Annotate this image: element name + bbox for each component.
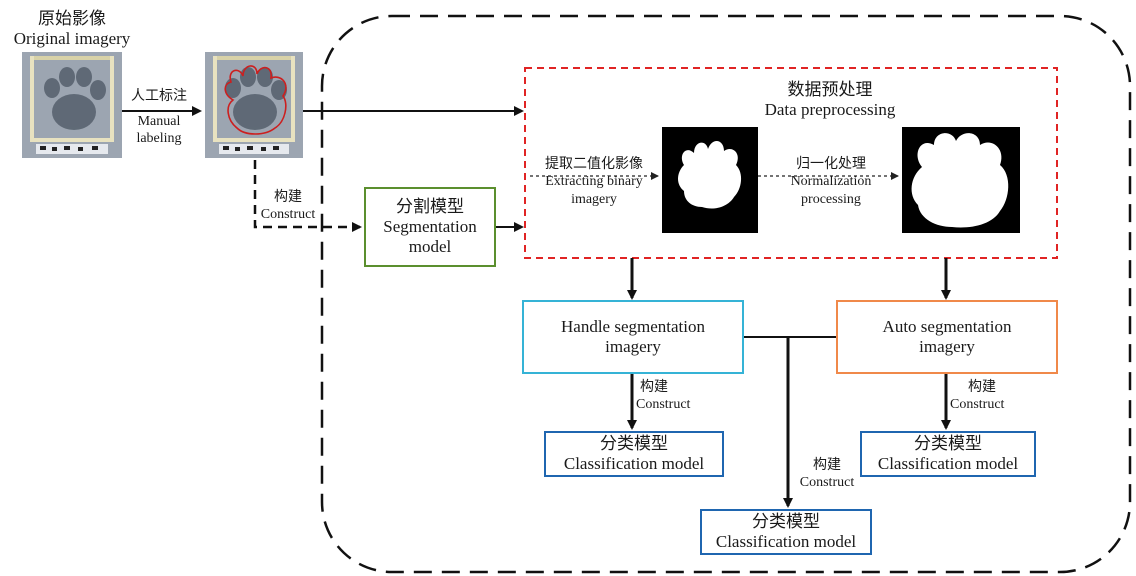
auto-segmentation-en1: Auto segmentation — [882, 317, 1012, 336]
arrow-construct-segmentation — [253, 160, 362, 232]
segmentation-model-en2: model — [408, 237, 452, 256]
manual-labeling-en2: labeling — [136, 131, 182, 146]
labeled-footprint-photo — [205, 52, 303, 158]
handle-segmentation-en2: imagery — [605, 337, 661, 356]
auto-segmentation-en2: imagery — [919, 337, 975, 356]
auto-segmentation-box: Auto segmentation imagery — [836, 300, 1058, 374]
normalization-zh: 归一化处理 — [796, 156, 866, 172]
main-dashed-frame — [320, 14, 1132, 574]
extract-binary-label: 提取二值化影像 Extracting binary imagery — [528, 155, 660, 209]
original-footprint-photo — [22, 52, 122, 158]
construct-auto-label: 构建 Construct — [950, 379, 1024, 413]
extract-binary-en1: Extracting binary — [545, 174, 643, 189]
construct-center-label: 构建 Construct — [790, 457, 864, 491]
normalization-label: 归一化处理 Normalization processing — [770, 155, 892, 209]
construct-center-zh: 构建 — [813, 457, 841, 473]
preprocessing-title: 数据预处理 Data preprocessing — [740, 80, 920, 120]
segmentation-model-en1: Segmentation — [383, 217, 477, 236]
manual-labeling-zh: 人工标注 — [131, 88, 187, 104]
handle-segmentation-box: Handle segmentation imagery — [522, 300, 744, 374]
original-imagery-zh: 原始影像 — [38, 9, 106, 29]
construct-left-label: 构建 Construct — [250, 188, 326, 224]
extract-binary-en2: imagery — [571, 192, 617, 207]
classification-auto-box: 分类模型 Classification model — [860, 431, 1036, 477]
segmentation-model-box: 分割模型 Segmentation model — [364, 187, 496, 267]
construct-auto-en: Construct — [950, 397, 1005, 412]
classification-center-en: Classification model — [715, 532, 857, 551]
manual-labeling-en1: Manual — [137, 114, 181, 129]
normalized-imagery — [902, 127, 1020, 233]
binary-imagery — [662, 127, 758, 233]
original-imagery-label: 原始影像 Original imagery — [0, 9, 144, 49]
construct-left-en: Construct — [260, 207, 316, 222]
classification-center-zh: 分类模型 — [752, 512, 820, 532]
classification-auto-en: Classification model — [877, 454, 1019, 473]
preprocessing-en: Data preprocessing — [764, 100, 896, 119]
construct-left-zh: 构建 — [274, 189, 302, 205]
construct-handle-zh: 构建 — [640, 379, 668, 395]
classification-handle-box: 分类模型 Classification model — [544, 431, 724, 477]
classification-auto-zh: 分类模型 — [914, 434, 982, 454]
classification-center-box: 分类模型 Classification model — [700, 509, 872, 555]
manual-labeling-label: 人工标注 Manual labeling — [118, 88, 200, 147]
preprocessing-dashed-box — [524, 67, 1058, 259]
segmentation-model-zh: 分割模型 — [396, 197, 464, 217]
construct-center-en: Construct — [799, 475, 855, 490]
construct-auto-zh: 构建 — [968, 379, 996, 395]
construct-handle-label: 构建 Construct — [636, 379, 710, 413]
preprocessing-zh: 数据预处理 — [787, 80, 873, 100]
classification-handle-zh: 分类模型 — [600, 434, 668, 454]
handle-segmentation-en1: Handle segmentation — [561, 317, 705, 336]
normalization-en1: Normalization — [790, 174, 872, 189]
construct-handle-en: Construct — [636, 397, 691, 412]
normalization-en2: processing — [801, 192, 861, 207]
extract-binary-zh: 提取二值化影像 — [545, 156, 643, 172]
original-imagery-en: Original imagery — [13, 29, 131, 48]
classification-handle-en: Classification model — [563, 454, 705, 473]
